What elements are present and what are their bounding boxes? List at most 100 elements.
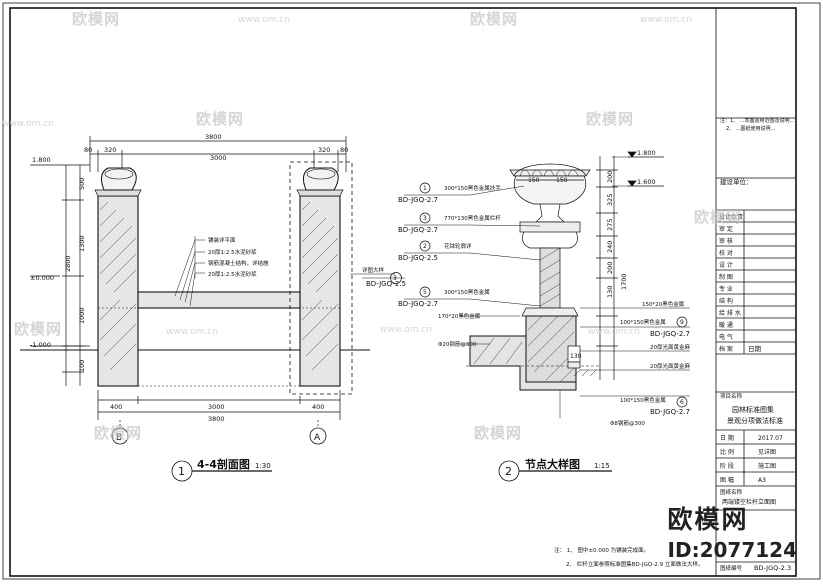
dim-top-80-right: 80 xyxy=(340,146,348,154)
dim-left-500: 500 xyxy=(78,178,86,190)
callout-ref-1: BD-JGQ-2.7 xyxy=(398,196,438,204)
drawing-name-label: 图纸名称 xyxy=(720,488,743,496)
dim-left-100: 100 xyxy=(78,360,86,372)
section-drawing xyxy=(20,136,405,482)
project-label: 项目名称 xyxy=(720,392,743,400)
section-detail-label: 详图大样 xyxy=(362,266,385,274)
inner-border xyxy=(9,7,797,577)
title-block-role: 审 定 xyxy=(719,225,733,233)
node-dim-325: 325 xyxy=(606,194,614,206)
bottom-note-1: 注： 1、 图中±0.000 为铺装完成面。 xyxy=(554,546,649,554)
side-note-4: 170*20黑色金属 xyxy=(438,312,480,320)
brand-name: 欧模网 xyxy=(667,505,749,534)
dim-bottom-3000: 3000 xyxy=(208,403,225,411)
section-note-4: 20厚1:2.5水泥砂浆 xyxy=(208,270,257,278)
dim-top-320-left: 320 xyxy=(104,146,116,154)
callout-ref-5: BD-JGQ-2.7 xyxy=(398,300,438,308)
dim-top-total: 3800 xyxy=(205,133,222,141)
brand-id: ID:2077124 xyxy=(667,538,797,562)
title-block-role: 制 图 xyxy=(719,273,733,281)
level-bottom: -1.000 xyxy=(30,341,51,349)
title-block-role: 设 计 xyxy=(719,261,733,269)
title-block-role: 审 核 xyxy=(719,237,733,245)
node-scale: 1:15 xyxy=(594,462,610,470)
node-dim-240: 240 xyxy=(606,241,614,253)
watermark: www.om.cn xyxy=(166,327,218,337)
callout-text-1: 300*150黑色金属扶手 xyxy=(444,184,501,192)
callout-ref-3: BD-JGQ-2.7 xyxy=(398,226,438,234)
side-note-2: 20厚光面黄金麻 xyxy=(650,343,690,351)
title-block xyxy=(715,8,796,576)
brand-stamp: 欧模网 ID:2077124 xyxy=(668,500,797,562)
drawing-no-label: 图纸编号 xyxy=(720,564,743,572)
watermark: 欧模网 xyxy=(14,320,63,338)
watermark: 欧模网 xyxy=(586,110,635,128)
callout-ref-9: BD-JGQ-2.7 xyxy=(650,330,690,338)
section-notes: 铺装详平面 20厚1:2.5水泥砂浆 钢筋混凝土结构，详结施 20厚1:2.5水… xyxy=(208,236,269,278)
node-dim-200b: 200 xyxy=(606,262,614,274)
section-note-2: 20厚1:2.5水泥砂浆 xyxy=(208,248,257,256)
level-top: 1.800 xyxy=(32,156,51,164)
bottom-note-2: 2、 栏杆立面参照标准图集BD-JGQ-2.9 立面做法大样。 xyxy=(566,560,703,568)
watermark: www.om.cn xyxy=(640,15,692,25)
callout-text-2: 花钵轮廓详 xyxy=(444,242,472,250)
dim-left-1000: 1000 xyxy=(78,307,86,324)
node-level-top: 1.800 xyxy=(637,149,656,157)
callout-ref-6: BD-JGQ-2.7 xyxy=(650,408,690,416)
watermark: 欧模网 xyxy=(694,208,743,226)
dim-bottom-400-left: 400 xyxy=(110,403,122,411)
notes-head-2: 2、 ...图纸使用说明... xyxy=(726,125,776,132)
section-note-1: 铺装详平面 xyxy=(208,236,236,244)
watermark: www.om.cn xyxy=(2,119,54,129)
notes-head-1: 注：1、 ...本图适用范围及说明... xyxy=(720,117,795,124)
rebar-note-1: Φ20钢筋@300 xyxy=(438,340,477,348)
watermark: 欧模网 xyxy=(470,10,519,28)
rebar-note-2: Φ8钢筋@300 xyxy=(610,419,645,427)
dim-bottom-400-right: 400 xyxy=(312,403,324,411)
section-dims-top: 3800 320 3000 320 80 80 xyxy=(84,133,348,162)
watermark: www.om.cn xyxy=(380,325,432,335)
stage-label: 阶 段 xyxy=(720,462,734,470)
node-dims-right: 200 325 275 240 200 130 1700 xyxy=(606,171,628,298)
side-note-3: 20厚光面黄金麻 xyxy=(650,362,690,370)
date-label: 日 期 xyxy=(720,434,734,442)
project-name-1: 园林标准图集 xyxy=(732,405,774,414)
node-callouts: 1 300*150黑色金属扶手 BD-JGQ-2.7 3 770*130黑色金属… xyxy=(398,184,690,416)
node-drawing xyxy=(404,151,690,482)
title-block-role: 结 构 xyxy=(719,297,733,305)
watermark: 欧模网 xyxy=(94,424,143,442)
level-zero: ±0.000 xyxy=(30,274,54,282)
date-value: 2017.07 xyxy=(758,435,783,442)
axis-bubble-b: B xyxy=(116,433,122,443)
side-note-1: 150*20黑色金属 xyxy=(642,300,684,308)
dim-left-1300: 1300 xyxy=(78,235,86,252)
dim-left-2800: 2800 xyxy=(64,255,72,272)
archive-value: 日期 xyxy=(748,345,762,353)
callout-no-5: 5 xyxy=(423,289,427,296)
node-title: 节点大样图 xyxy=(525,457,580,471)
stage-value: 施工图 xyxy=(758,462,776,470)
node-title-no: 2 xyxy=(505,465,512,478)
drawing-no: BD-JGQ-2.3 xyxy=(754,564,791,572)
size-value: A3 xyxy=(758,477,766,484)
node-dim-1700: 1700 xyxy=(620,273,628,290)
watermark: 欧模网 xyxy=(72,10,121,28)
callout-no-3: 3 xyxy=(423,215,427,222)
construction-unit-label: 建设单位： xyxy=(720,177,753,186)
dim-top-3000: 3000 xyxy=(210,154,227,162)
section-note-3: 钢筋混凝土结构，详结施 xyxy=(208,259,269,267)
dim-top-320-right: 320 xyxy=(318,146,330,154)
node-dim-200: 200 xyxy=(606,171,614,183)
callout-text-6: 100*150黑色金属 xyxy=(620,396,666,404)
callout-ref-2: BD-JGQ-2.5 xyxy=(398,254,438,262)
dim-top-80-left: 80 xyxy=(84,146,92,154)
callout-text-3: 770*130黑色金属栏杆 xyxy=(444,214,501,222)
node-side-notes: 150*20黑色金属 20厚光面黄金麻 20厚光面黄金麻 170*20黑色金属 xyxy=(438,300,690,370)
node-dim-130: 130 xyxy=(606,286,614,298)
callout-no-1: 1 xyxy=(423,185,427,192)
callout-no-2: 2 xyxy=(423,243,427,250)
watermark: 欧模网 xyxy=(196,110,245,128)
